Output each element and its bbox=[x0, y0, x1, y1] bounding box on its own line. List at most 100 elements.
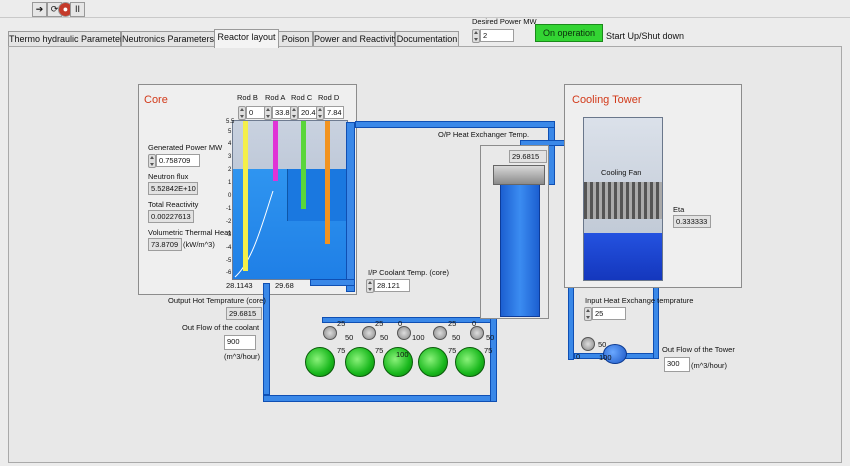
valve-knob-2[interactable] bbox=[362, 326, 376, 340]
pump-4[interactable] bbox=[418, 347, 448, 377]
core-bottom-left-value: 28.1143 bbox=[226, 281, 253, 290]
rod-b-label: Rod B bbox=[237, 93, 258, 102]
generated-power-value[interactable]: 0.758709 bbox=[156, 154, 200, 167]
pump-3-side: 100 bbox=[412, 333, 425, 342]
tower-pump[interactable] bbox=[603, 344, 627, 364]
coolant-flow-value[interactable]: 900 bbox=[224, 335, 256, 350]
pump-2[interactable] bbox=[345, 347, 375, 377]
tab-neutronics[interactable]: Neutronics Parameters bbox=[121, 31, 215, 47]
rod-d-spinner[interactable] bbox=[316, 106, 324, 120]
pipe-core-down bbox=[263, 283, 270, 395]
rod-a-input[interactable]: 33.8 bbox=[272, 106, 292, 119]
rod-c-label: Rod C bbox=[291, 93, 313, 102]
desired-power-input[interactable]: 2 bbox=[480, 29, 514, 42]
valve-knob-4[interactable] bbox=[433, 326, 447, 340]
tab-reactor-layout[interactable]: Reactor layout bbox=[214, 29, 279, 48]
pump-1-side: 50 bbox=[345, 333, 354, 342]
cooling-tower-title: Cooling Tower bbox=[572, 94, 642, 106]
outlet-temp-label: Output Hot Temprature (core) bbox=[168, 296, 266, 305]
pump-3-top: 0 bbox=[398, 319, 403, 328]
coolant-flow-unit: (m^3/hour) bbox=[224, 352, 261, 361]
volumetric-heat-unit: (kW/m^3) bbox=[183, 240, 215, 249]
pump-3[interactable] bbox=[383, 347, 413, 377]
scale-tick: 5.5 bbox=[226, 119, 235, 125]
heat-exchanger-tank bbox=[500, 175, 540, 317]
scale-tick: -6 bbox=[226, 270, 232, 276]
neutron-flux-curve bbox=[234, 190, 274, 278]
scale-tick: -5 bbox=[226, 258, 232, 264]
pipe-core-up bbox=[346, 122, 355, 292]
pump-5[interactable] bbox=[455, 347, 485, 377]
scale-tick: 2 bbox=[228, 167, 232, 173]
inlet-temp-value[interactable]: 28.121 bbox=[374, 279, 410, 292]
cooling-tower-tank bbox=[583, 117, 663, 281]
rod-d-input[interactable]: 7.84 bbox=[324, 106, 344, 119]
tower-outflow-value[interactable]: 300 bbox=[664, 357, 690, 372]
pause-button[interactable]: II bbox=[70, 2, 85, 17]
toolbar-divider bbox=[0, 17, 850, 18]
tab-power-reactivity[interactable]: Power and Reactivity bbox=[313, 31, 399, 47]
run-arrow-button[interactable]: ➔ bbox=[32, 2, 47, 17]
input-temp-spinner[interactable] bbox=[584, 307, 592, 321]
scale-tick: 4 bbox=[228, 141, 232, 147]
scale-tick: 3 bbox=[228, 154, 232, 160]
core-bottom-mid-value: 29.68 bbox=[275, 281, 294, 290]
inlet-temp-spinner[interactable] bbox=[366, 279, 374, 293]
heat-exchanger-label: O/P Heat Exchanger Temp. bbox=[438, 130, 530, 139]
scale-tick: 0 bbox=[228, 193, 232, 199]
core-title: Core bbox=[144, 94, 168, 106]
neutron-flux-value: 5.52842E+10 bbox=[148, 182, 198, 195]
valve-knob-5[interactable] bbox=[470, 326, 484, 340]
heat-exchanger-top bbox=[493, 165, 545, 185]
core-fuel-region bbox=[287, 169, 347, 221]
rod-a bbox=[273, 121, 278, 181]
total-reactivity-label: Total Reactivity bbox=[148, 200, 199, 209]
pipe-bottom bbox=[263, 395, 497, 402]
pump-2-bottom: 75 bbox=[375, 346, 384, 355]
pump-1[interactable] bbox=[305, 347, 335, 377]
tower-water bbox=[584, 233, 662, 280]
volumetric-heat-value: 73.8709 bbox=[148, 238, 182, 251]
tower-outflow-label: Out Flow of the Tower bbox=[662, 345, 735, 354]
heat-exchanger-value: 29.6815 bbox=[509, 150, 547, 163]
rod-d bbox=[325, 121, 330, 244]
core-vessel bbox=[232, 120, 348, 280]
neutron-flux-label: Neutron flux bbox=[148, 172, 189, 181]
pipe-core-out bbox=[310, 279, 355, 286]
cooling-fan-label: Cooling Fan bbox=[601, 168, 642, 177]
rod-b-input[interactable]: 0 bbox=[246, 106, 266, 119]
pump-4-top: 25 bbox=[448, 319, 457, 328]
tower-valve-knob[interactable] bbox=[581, 337, 595, 351]
desired-power-spinner[interactable] bbox=[472, 29, 480, 43]
pump-1-bottom: 75 bbox=[337, 346, 346, 355]
scale-tick: 5 bbox=[228, 129, 232, 135]
pipe-manifold bbox=[322, 317, 497, 323]
rod-d-label: Rod D bbox=[318, 93, 340, 102]
valve-knob-3[interactable] bbox=[397, 326, 411, 340]
operation-button[interactable]: On operation bbox=[535, 24, 603, 42]
tab-thermo-hydraulic[interactable]: Thermo hydraulic Parameters bbox=[8, 31, 128, 47]
valve-knob-1[interactable] bbox=[323, 326, 337, 340]
pump-5-side: 50 bbox=[486, 333, 495, 342]
tab-documentation[interactable]: Documentation bbox=[395, 31, 459, 47]
scale-tick: 1 bbox=[228, 180, 232, 186]
tab-poison[interactable]: Poison bbox=[278, 31, 313, 47]
generated-power-spinner[interactable] bbox=[148, 154, 156, 168]
rod-c-input[interactable]: 20.4 bbox=[298, 106, 318, 119]
input-temp-value[interactable]: 25 bbox=[592, 307, 626, 320]
volumetric-heat-label: Volumetric Thermal Heat bbox=[148, 228, 231, 237]
rod-a-spinner[interactable] bbox=[264, 106, 272, 120]
rod-c bbox=[301, 121, 306, 209]
inlet-temp-label: I/P Coolant Temp. (core) bbox=[368, 268, 450, 277]
rod-b-spinner[interactable] bbox=[238, 106, 246, 120]
tower-outflow-unit: (m^3/hour) bbox=[691, 361, 728, 370]
scale-tick: -4 bbox=[226, 245, 232, 251]
pipe-tower-up bbox=[653, 280, 659, 359]
scale-tick: -3 bbox=[226, 232, 232, 238]
tower-pump-left: 0 bbox=[576, 352, 581, 361]
eta-label: Eta bbox=[673, 205, 685, 214]
scale-tick: -1 bbox=[226, 206, 232, 212]
rod-c-spinner[interactable] bbox=[290, 106, 298, 120]
total-reactivity-value: 0.00227613 bbox=[148, 210, 194, 223]
outlet-temp-value: 29.6815 bbox=[226, 307, 262, 320]
